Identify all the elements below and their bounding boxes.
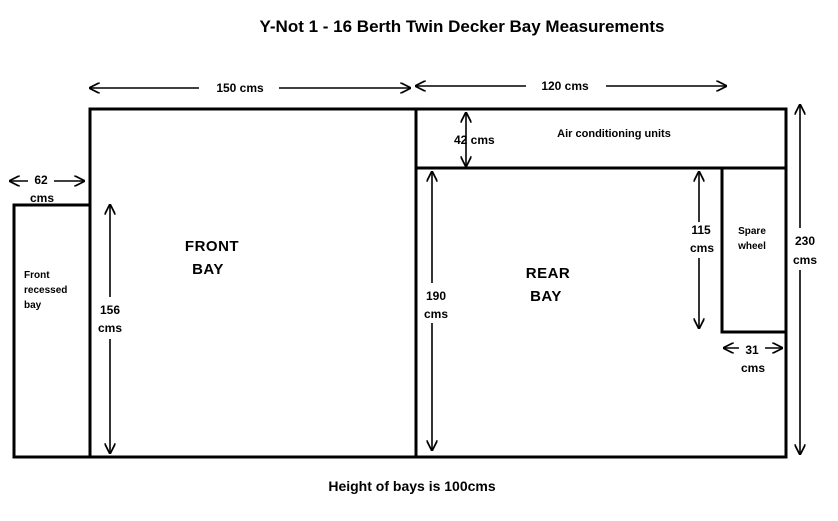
spare-wheel-label-line2: wheel: [737, 241, 766, 252]
rear-section-outline: [414, 107, 788, 459]
rear-width-label: 120 cms: [541, 79, 589, 93]
rear-height-value: 190: [426, 289, 446, 303]
spare-height-unit: cms: [690, 241, 714, 255]
spare-wheel-outline: [720, 168, 786, 334]
air-conditioning-label: Air conditioning units: [557, 128, 671, 140]
rear-bay-label-line2: BAY: [530, 288, 562, 305]
label-bg: [739, 340, 765, 356]
ac-height-label: 42 cms: [454, 133, 495, 147]
front-bay-label-line2: BAY: [192, 261, 224, 278]
diagram-title: Y-Not 1 - 16 Berth Twin Decker Bay Measu…: [260, 17, 665, 36]
label-bg: [789, 228, 819, 270]
recessed-bay-label-line3: bay: [24, 300, 42, 311]
recessed-width-unit: cms: [30, 191, 54, 205]
rear-bay-label-line1: REAR: [526, 265, 571, 282]
label-bg: [684, 222, 716, 258]
label-bg: [94, 297, 130, 339]
spare-width-unit: cms: [741, 361, 765, 375]
label-bg: [418, 283, 454, 323]
recessed-bay-label-line1: Front: [24, 270, 50, 281]
recessed-width-value: 62: [34, 173, 48, 187]
label-bg: [526, 76, 606, 94]
total-height-unit: cms: [793, 253, 817, 267]
spare-height-value: 115: [691, 223, 711, 237]
front-bay-outline: [88, 107, 418, 459]
spare-width-value: 31: [745, 343, 759, 357]
spare-wheel-label-line1: Spare: [738, 226, 766, 237]
front-width-label: 150 cms: [216, 81, 264, 95]
rear-height-unit: cms: [424, 307, 448, 321]
label-bg: [28, 170, 54, 186]
label-bg: [199, 78, 279, 96]
bay-height-note: Height of bays is 100cms: [328, 478, 496, 494]
front-bay-label-line1: FRONT: [185, 238, 239, 255]
total-height-value: 230: [795, 234, 815, 248]
front-height-value: 156: [100, 303, 120, 317]
front-recessed-bay-outline: [12, 203, 92, 459]
front-height-unit: cms: [98, 321, 122, 335]
recessed-bay-label-line2: recessed: [24, 285, 67, 296]
